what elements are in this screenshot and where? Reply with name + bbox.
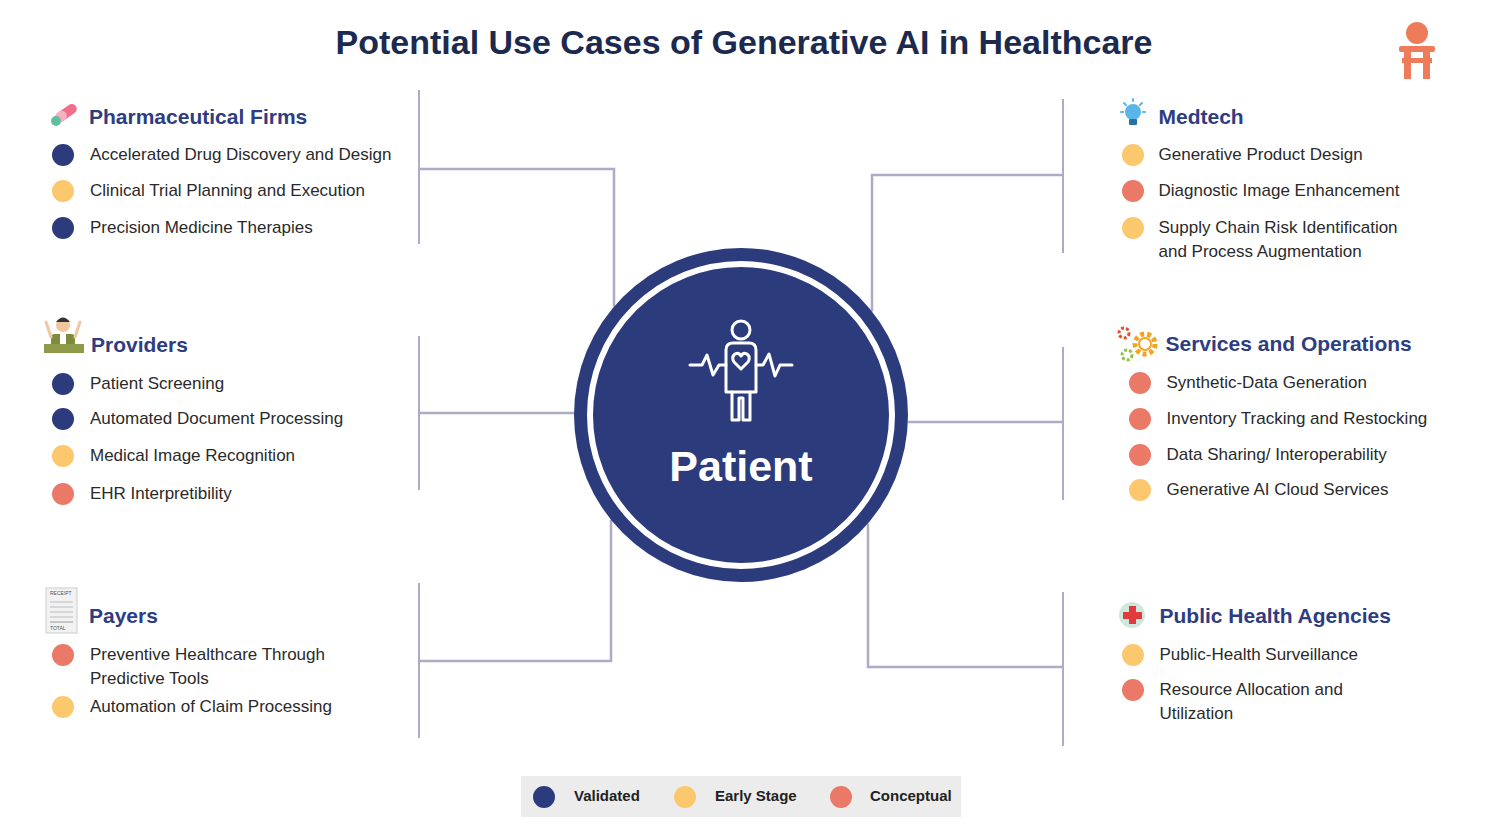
lightbulb-icon <box>1121 99 1145 125</box>
use-case-item: Inventory Tracking and Restocking <box>1167 407 1467 431</box>
group-heading: Services and Operations <box>1166 330 1412 358</box>
use-case-item: Automated Document Processing <box>90 407 420 431</box>
use-case-item: Diagnostic Image Enhancement <box>1159 179 1459 203</box>
status-dot <box>52 644 74 666</box>
bracket-connector <box>872 175 1062 311</box>
category-group: Public Health AgenciesPublic-Health Surv… <box>1062 592 1482 746</box>
bracket-connector <box>868 523 1062 667</box>
status-dot <box>52 144 74 166</box>
category-group: MedtechGenerative Product DesignDiagnost… <box>1062 99 1482 253</box>
diagram-title: Potential Use Cases of Generative AI in … <box>0 22 1488 62</box>
use-case-item: Preventive Healthcare Through Predictive… <box>90 643 350 691</box>
icon-text: TOTAL <box>50 625 66 631</box>
status-dot <box>1122 180 1144 202</box>
use-case-item: Accelerated Drug Discovery and Design <box>90 143 420 167</box>
category-group: Pharmaceutical FirmsAccelerated Drug Dis… <box>40 90 420 244</box>
status-dot <box>1129 479 1151 501</box>
category-group: PayersPreventive Healthcare Through Pred… <box>40 583 420 738</box>
group-heading: Medtech <box>1159 103 1244 131</box>
bracket-connector <box>420 520 611 661</box>
use-case-item: Public-Health Surveillance <box>1160 643 1460 667</box>
use-case-item: Medical Image Recognition <box>90 444 420 468</box>
gears-icon <box>1119 328 1155 360</box>
use-case-item: Supply Chain Risk Identification and Pro… <box>1159 216 1419 264</box>
legend-label: Conceptual <box>870 786 952 806</box>
legend-label: Early Stage <box>715 786 797 806</box>
icon-text: RECEIPT <box>50 590 72 596</box>
center-label: Patient <box>574 440 908 492</box>
use-case-item: Generative AI Cloud Services <box>1167 478 1467 502</box>
receipt-icon <box>46 588 77 633</box>
patient-icon <box>690 321 792 420</box>
bracket-connector <box>420 412 574 415</box>
status-dot <box>52 445 74 467</box>
use-case-item: EHR Interpretibility <box>90 482 420 506</box>
status-dot <box>1129 372 1151 394</box>
group-heading: Providers <box>91 331 188 359</box>
category-group: Services and OperationsSynthetic-Data Ge… <box>1062 347 1482 500</box>
use-case-item: Synthetic-Data Generation <box>1167 371 1467 395</box>
legend-label: Validated <box>574 786 640 806</box>
use-case-item: Resource Allocation and Utilization <box>1160 678 1370 726</box>
status-dot <box>1122 644 1144 666</box>
legend-swatch <box>533 786 555 808</box>
status-dot <box>52 408 74 430</box>
status-dot <box>52 180 74 202</box>
status-dot <box>52 373 74 395</box>
use-case-item: Patient Screening <box>90 372 420 396</box>
category-group: ProvidersPatient ScreeningAutomated Docu… <box>40 336 420 490</box>
status-dot <box>52 217 74 239</box>
status-dot <box>1129 444 1151 466</box>
use-case-item: Data Sharing/ Interoperability <box>1167 443 1467 467</box>
circle-outline <box>574 248 908 582</box>
legend-swatch <box>674 786 696 808</box>
medical-cross-icon <box>1119 602 1145 628</box>
group-heading: Payers <box>89 602 158 630</box>
bracket-connector <box>908 421 1062 424</box>
use-case-item: Precision Medicine Therapies <box>90 216 420 240</box>
bracket-connector <box>420 169 614 307</box>
center-circle: Patient <box>574 248 908 582</box>
status-dot <box>52 696 74 718</box>
group-heading: Public Health Agencies <box>1160 602 1391 630</box>
status-dot <box>1122 679 1144 701</box>
status-dot <box>1122 144 1144 166</box>
use-case-item: Generative Product Design <box>1159 143 1459 167</box>
use-case-item: Clinical Trial Planning and Execution <box>90 179 420 203</box>
group-heading: Pharmaceutical Firms <box>89 103 307 131</box>
use-case-item: Automation of Claim Processing <box>90 695 390 719</box>
pills-icon <box>51 102 79 126</box>
brand-logo <box>1399 22 1435 79</box>
legend-swatch <box>830 786 852 808</box>
status-dot <box>52 483 74 505</box>
status-dot <box>1129 408 1151 430</box>
legend-box <box>521 776 961 817</box>
status-dot <box>1122 217 1144 239</box>
